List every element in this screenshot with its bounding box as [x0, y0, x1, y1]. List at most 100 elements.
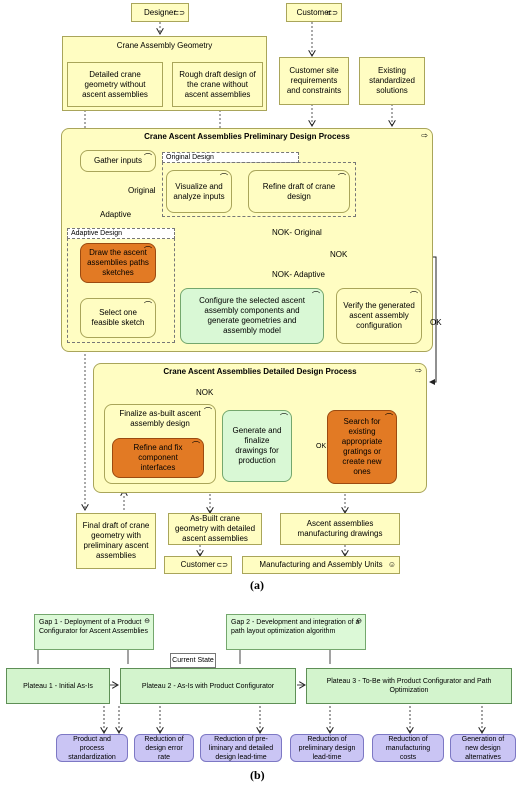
nok-original-label: NOK- Original [272, 228, 322, 237]
gather-inputs-process: Gather inputs ⌒ [80, 150, 156, 172]
process-icon: ⌒ [385, 413, 393, 422]
goal-label: Reduction of manufacturing costs [385, 735, 431, 761]
select-sketch-label: Select one feasible sketch [91, 308, 145, 327]
role-icon: ⊂⊃ [173, 10, 185, 17]
configure-label: Configure the selected ascent assembly c… [199, 296, 305, 335]
goal-standardization: Product and process standardization [56, 734, 128, 762]
rough-draft-label: Rough draft design of the crane without … [179, 69, 256, 99]
draw-paths-process: Draw the ascent assemblies paths sketche… [80, 243, 156, 283]
verify-label: Verify the generated ascent assembly con… [343, 301, 415, 330]
process-icon: ⌒ [144, 153, 152, 162]
process-icon: ⌒ [338, 173, 346, 182]
gap1-deliverable: Gap 1 - Deployment of a Product Configur… [34, 614, 154, 650]
plateau-2: Plateau 2 - As-Is with Product Configura… [120, 668, 296, 704]
goal-leadtime-prelim: Reduction of preliminary design lead-tim… [290, 734, 364, 762]
actor-icon: ☺ [387, 560, 396, 569]
goal-label: Product and process standardization [68, 735, 116, 761]
preliminary-title: Crane Ascent Assemblies Preliminary Desi… [144, 132, 350, 141]
gap-icon: ⊖ [144, 618, 150, 625]
verify-process: Verify the generated ascent assembly con… [336, 288, 422, 344]
configure-process: Configure the selected ascent assembly c… [180, 288, 324, 344]
refine-fix-process: Refine and fix component interfaces ⌒ [112, 438, 204, 478]
process-icon: ⌒ [312, 291, 320, 300]
manufacturing-label: Manufacturing and Assembly Units [259, 560, 383, 569]
detailed-geometry-object: Detailed crane geometry without ascent a… [67, 62, 163, 107]
goal-error-rate: Reduction of design error rate [134, 734, 194, 762]
process-arrow-icon: ⇨ [421, 131, 428, 140]
detailed-title: Crane Ascent Assemblies Detailed Design … [163, 367, 357, 376]
geometry-group-title: Crane Assembly Geometry [116, 41, 213, 50]
customer-actor-bottom: Customer ⊂⊃ [164, 556, 232, 574]
caption-b: (b) [250, 768, 265, 782]
process-icon: ⌒ [144, 301, 152, 310]
nok-label: NOK [330, 250, 348, 259]
role-icon: ⊂⊃ [326, 10, 338, 17]
refine-draft-label: Refine draft of crane design [262, 181, 336, 201]
process-icon: ⌒ [192, 441, 200, 450]
plateau1-label: Plateau 1 - Initial As-Is [23, 682, 93, 690]
process-icon: ⌒ [204, 407, 212, 416]
goal-manufacturing-costs: Reduction of manufacturing costs [372, 734, 444, 762]
customer-actor-top: Customer ⊂⊃ [286, 3, 342, 22]
visualize-label: Visualize and analyze inputs [173, 181, 225, 201]
gap2-deliverable: Gap 2 - Development and integration of a… [226, 614, 366, 650]
original-flow-label: Original [128, 186, 156, 195]
detailed-ok-label: OK [316, 443, 327, 450]
role-icon: ⊂⊃ [216, 562, 228, 569]
caption-a: (a) [250, 578, 264, 592]
final-draft-object: Final draft of crane geometry with preli… [76, 513, 156, 569]
gap1-label: Gap 1 - Deployment of a Product Configur… [39, 619, 148, 635]
adaptive-design-group [67, 238, 175, 343]
drawings-label: Ascent assemblies manufacturing drawings [297, 519, 383, 538]
manufacturing-units-actor: Manufacturing and Assembly Units ☺ [242, 556, 400, 574]
customer-site-object: Customer site requirements and constrain… [279, 57, 349, 105]
plateau-1: Plateau 1 - Initial As-Is [6, 668, 110, 704]
plateau3-label: Plateau 3 - To-Be with Product Configura… [326, 678, 492, 694]
plateau-3: Plateau 3 - To-Be with Product Configura… [306, 668, 512, 704]
customer-site-label: Customer site requirements and constrain… [286, 66, 342, 95]
nok-adaptive-label: NOK- Adaptive [272, 270, 325, 279]
search-gratings-process: Search for existing appropriate gratings… [327, 410, 397, 484]
current-state-label: Current State [172, 656, 214, 664]
goal-new-alternatives: Generation of new design alternatives [450, 734, 516, 762]
designer-actor: Designer ⊂⊃ [131, 3, 189, 22]
customer-label-top: Customer [296, 7, 332, 17]
drawings-object: Ascent assemblies manufacturing drawings [280, 513, 400, 545]
goal-leadtime-prelim-detailed: Reduction of pre-liminary and detailed d… [200, 734, 282, 762]
process-arrow-icon: ⇨ [415, 366, 422, 375]
refine-fix-label: Refine and fix component interfaces [133, 443, 183, 472]
goal-label: Reduction of design error rate [144, 735, 184, 761]
generate-drawings-label: Generate and finalize drawings for produ… [232, 426, 282, 465]
detailed-nok-label: NOK [196, 388, 214, 397]
final-draft-label: Final draft of crane geometry with preli… [82, 521, 150, 560]
goal-label: Reduction of preliminary design lead-tim… [298, 735, 356, 761]
process-icon: ⌒ [280, 413, 288, 422]
search-gratings-label: Search for existing appropriate gratings… [341, 417, 383, 476]
original-design-group [162, 162, 356, 217]
process-icon: ⌒ [220, 173, 228, 182]
refine-draft-process: Refine draft of crane design ⌒ [248, 170, 350, 213]
customer-bottom-label: Customer [180, 560, 216, 569]
existing-solutions-label: Existing standardized solutions [369, 66, 415, 95]
plateau2-label: Plateau 2 - As-Is with Product Configura… [141, 682, 275, 690]
process-icon: ⌒ [144, 246, 152, 255]
asbuilt-object: As-Built crane geometry with detailed as… [168, 513, 262, 545]
gap-icon: ⊖ [356, 618, 362, 625]
generate-drawings-process: Generate and finalize drawings for produ… [222, 410, 292, 482]
goal-label: Generation of new design alternatives [461, 735, 505, 761]
select-sketch-process: Select one feasible sketch ⌒ [80, 298, 156, 338]
ok-label: OK [430, 318, 442, 327]
adaptive-flow-label: Adaptive [100, 210, 132, 219]
gap2-label: Gap 2 - Development and integration of a… [231, 619, 360, 635]
process-icon: ⌒ [410, 291, 418, 300]
current-state-note: Current State [170, 653, 216, 668]
goal-label: Reduction of pre-liminary and detailed d… [208, 735, 274, 761]
detailed-geometry-label: Detailed crane geometry without ascent a… [82, 69, 148, 99]
finalize-asbuilt-label: Finalize as-built ascent assembly design [119, 409, 201, 428]
designer-label: Designer [143, 7, 176, 17]
visualize-inputs-process: Visualize and analyze inputs ⌒ [166, 170, 232, 213]
asbuilt-label: As-Built crane geometry with detailed as… [174, 514, 256, 543]
draw-paths-label: Draw the ascent assemblies paths sketche… [87, 248, 149, 277]
original-design-tab-label: Original Design [166, 154, 214, 161]
